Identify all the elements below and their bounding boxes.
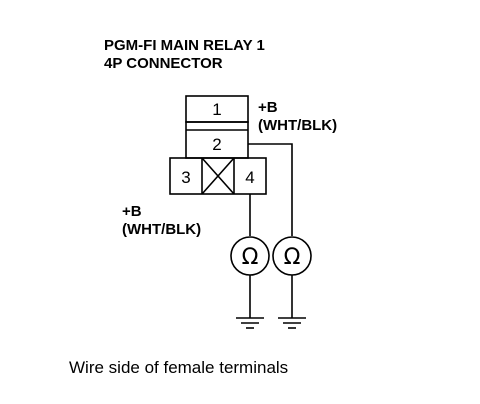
diagram-title-line-1: PGM-FI MAIN RELAY 1 (104, 37, 265, 54)
pin-2-label: 2 (212, 135, 221, 154)
pin-1-wire-color-label: (WHT/BLK) (258, 117, 337, 134)
pin-3-wire-color-label: (WHT/BLK) (122, 221, 201, 238)
pin-1-polarity-label: +B (258, 99, 278, 116)
ground-icon (236, 317, 264, 329)
ohmmeter-right: Ω (272, 236, 312, 276)
pin-3-label: 3 (181, 168, 190, 187)
pin-1-label: 1 (212, 100, 221, 119)
ohm-icon: Ω (284, 245, 301, 270)
connector-4p: 1 2 3 4 (169, 95, 267, 195)
ohm-icon: Ω (242, 245, 259, 270)
blank-cavity-cross-b (201, 157, 235, 195)
pin-4-label: 4 (245, 168, 254, 187)
ohmmeter-left: Ω (230, 236, 270, 276)
ground-icon (278, 317, 306, 329)
diagram-caption: Wire side of female terminals (69, 358, 288, 377)
lower-pin-row (169, 157, 267, 195)
pin-3-polarity-label: +B (122, 203, 142, 220)
probe-wire-pin-2 (248, 143, 293, 236)
diagram-title-line-2: 4P CONNECTOR (104, 55, 223, 72)
